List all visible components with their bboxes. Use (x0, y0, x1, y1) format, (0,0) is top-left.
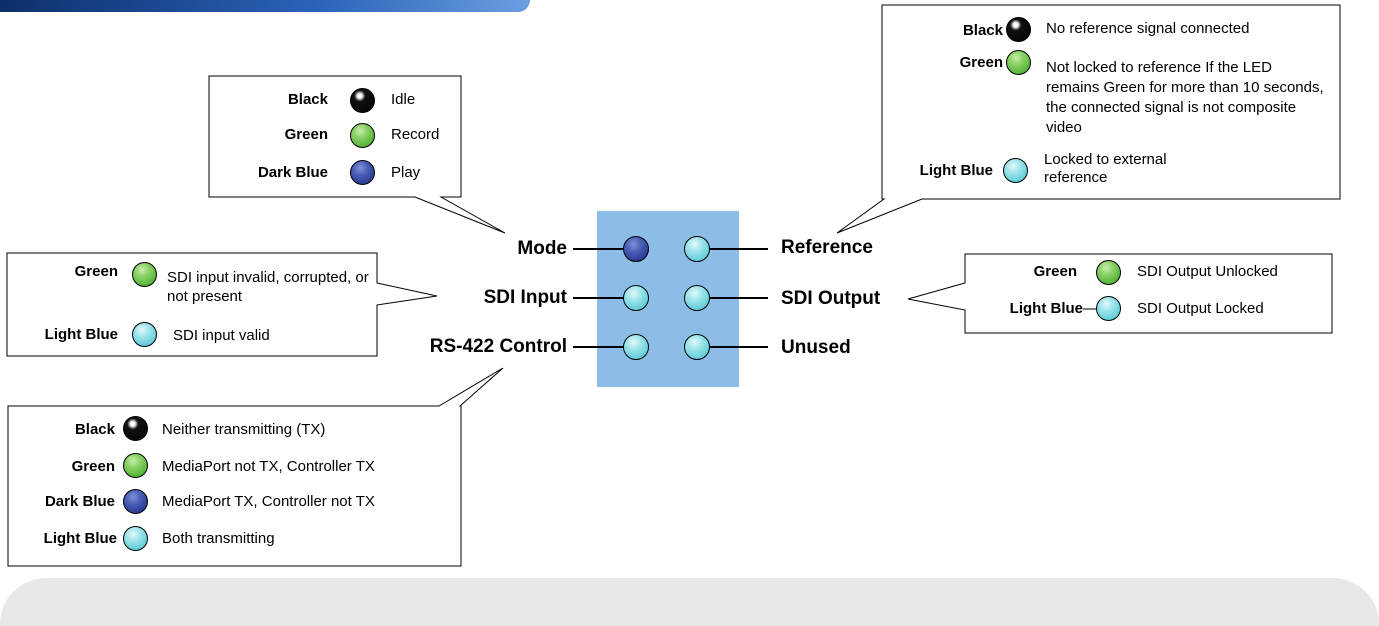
reference-key-green: Green (959, 54, 1003, 71)
reference-desc-not-locked: Not locked to reference If the LED remai… (1046, 59, 1324, 136)
reference-green-led (1006, 50, 1031, 75)
rs422-led (623, 334, 649, 360)
sdi-input-led (623, 285, 649, 311)
sdi-input-light-blue-led (132, 322, 157, 347)
rs422-key-light-blue: Light Blue (43, 530, 117, 547)
mode-dark-blue-led (350, 160, 375, 185)
reference-callout-box (836, 4, 1341, 234)
control-label-sdi-output: SDI Output (781, 288, 881, 309)
sdi-input-callout-box (6, 252, 438, 357)
rs422-key-dark-blue: Dark Blue (44, 493, 115, 510)
control-label-rs422: RS-422 Control (429, 336, 567, 357)
mode-desc-idle: Idle (391, 91, 416, 108)
mode-callout-box (208, 75, 506, 234)
reference-key-black: Black (962, 22, 1003, 39)
unused-led (684, 334, 710, 360)
sdi-output-callout-box (907, 253, 1333, 334)
sdi-output-light-blue-led (1096, 296, 1121, 321)
rs422-desc-mediaport-not-tx: MediaPort not TX, Controller TX (162, 458, 375, 475)
reference-desc-locked: Locked to external reference (1044, 151, 1167, 186)
mode-black-led (350, 88, 375, 113)
control-label-reference: Reference (781, 237, 873, 258)
mode-desc-record: Record (391, 126, 440, 143)
rs422-dark-blue-led (123, 489, 148, 514)
mode-key-black: Black (287, 91, 328, 108)
rs422-green-led (123, 453, 148, 478)
sdi-input-green-led (132, 262, 157, 287)
mode-key-dark-blue: Dark Blue (257, 164, 328, 181)
sdi-output-desc-unlocked: SDI Output Unlocked (1137, 263, 1278, 280)
control-label-mode: Mode (517, 238, 567, 259)
rs422-black-led (123, 416, 148, 441)
rs422-desc-neither: Neither transmitting (TX) (162, 421, 326, 438)
rs422-key-green: Green (71, 458, 115, 475)
control-label-unused: Unused (781, 337, 851, 358)
sdi-input-key-green: Green (74, 263, 118, 280)
reference-desc-no-signal: No reference signal connected (1046, 20, 1250, 37)
mode-led (623, 236, 649, 262)
sdi-output-key-green: Green (1033, 263, 1077, 280)
rs422-key-black: Black (74, 421, 115, 438)
sdi-output-led (684, 285, 710, 311)
sdi-input-desc-invalid: SDI input invalid, corrupted, or not pre… (167, 269, 369, 305)
header-accent-band (0, 0, 530, 12)
reference-light-blue-led (1003, 158, 1028, 183)
rs422-light-blue-led (123, 526, 148, 551)
reference-key-light-blue: Light Blue (919, 162, 993, 179)
mode-key-green: Green (284, 126, 328, 143)
mode-green-led (350, 123, 375, 148)
sdi-input-key-light-blue: Light Blue (44, 326, 118, 343)
sdi-output-desc-locked: SDI Output Locked (1137, 300, 1264, 317)
sdi-output-key-light-blue: Light Blue (1009, 300, 1083, 317)
reference-black-led (1006, 17, 1031, 42)
sdi-input-desc-valid: SDI input valid (173, 327, 270, 344)
rs422-desc-mediaport-tx: MediaPort TX, Controller not TX (162, 493, 375, 510)
mode-desc-play: Play (391, 164, 421, 181)
footer-panel (0, 578, 1379, 626)
control-label-sdi-input: SDI Input (483, 287, 567, 308)
sdi-output-green-led (1096, 260, 1121, 285)
reference-led (684, 236, 710, 262)
rs422-desc-both: Both transmitting (162, 530, 275, 547)
